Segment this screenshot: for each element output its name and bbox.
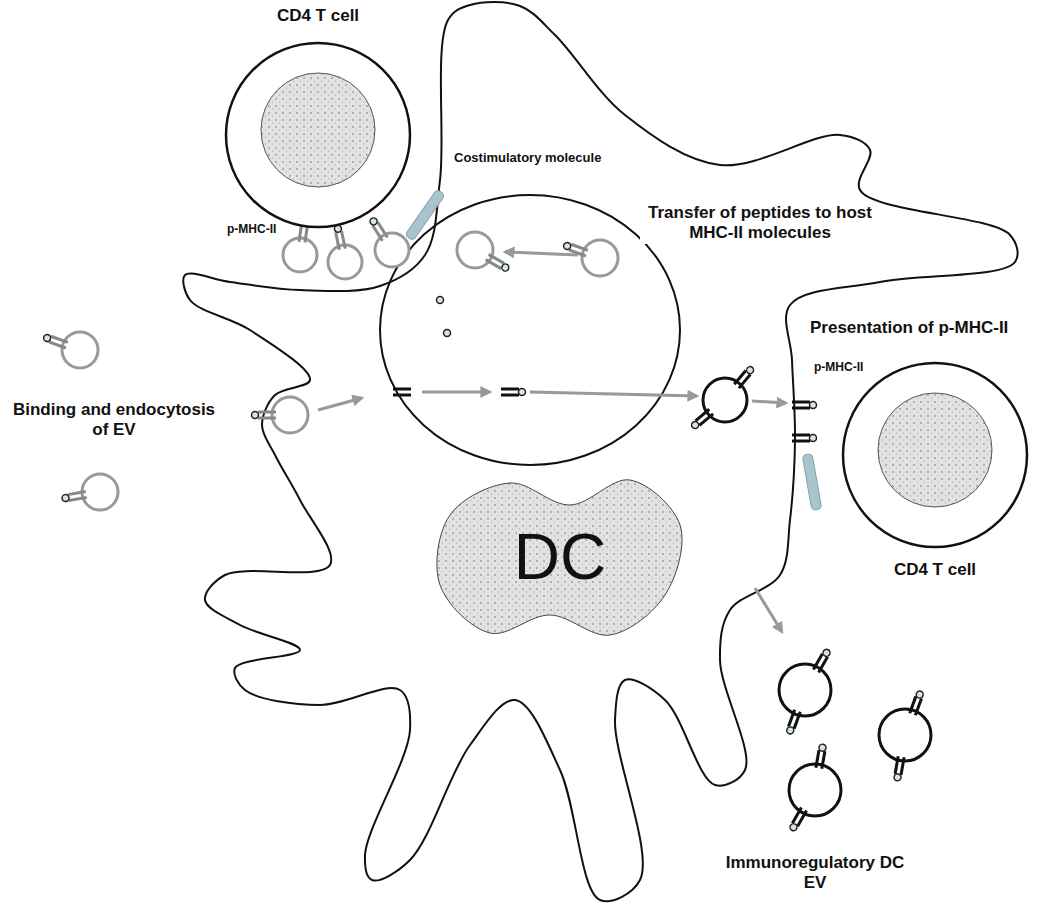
t-cell: CD4 T cell — [835, 358, 1035, 580]
cell-membrane — [843, 363, 1027, 547]
cell-nucleus — [878, 393, 992, 507]
costimulatory-molecule — [405, 189, 445, 241]
dc-nucleus: DC — [430, 475, 690, 640]
dendritic-cell-outline — [183, 2, 1017, 901]
mhc-ii-molecule — [334, 225, 346, 250]
ev-label: Immunoregulatory DC EV — [715, 853, 915, 894]
mhc-ii-molecule — [485, 254, 510, 272]
process-label: Transfer of peptides to host MHC-II mole… — [640, 203, 880, 244]
endosome — [380, 195, 680, 465]
process-label: Binding and endocytosis of EV — [8, 400, 220, 441]
mhc-ii-molecule — [792, 402, 817, 409]
ev-vesicle — [252, 397, 309, 433]
mhc-ii-molecule — [813, 648, 831, 673]
presented-mhc-ii — [792, 402, 817, 442]
ev-vesicle — [563, 240, 618, 276]
nucleus-outline — [437, 480, 682, 636]
mhc-ii-molecule — [786, 709, 801, 734]
ev-vesicle — [369, 217, 409, 267]
dc-ev-vesicle — [879, 690, 931, 781]
process-arrow — [752, 401, 786, 403]
host-mhc-ii — [393, 389, 526, 396]
process-arrow — [318, 398, 362, 410]
t-cell: CD4 T cell — [218, 6, 418, 232]
process-label: Presentation of p-MHC-II — [808, 318, 1010, 338]
mhc-ii-molecule — [61, 491, 86, 502]
peptide — [444, 330, 451, 337]
mhc-ii-molecule — [734, 365, 755, 388]
cell-label: CD4 T cell — [277, 6, 359, 26]
mhc-ii-molecule — [369, 217, 388, 241]
cell-name: DC — [514, 519, 606, 596]
cell-membrane — [226, 43, 410, 227]
mhc-ii-molecule — [393, 389, 411, 395]
process-arrow — [755, 588, 782, 632]
costimulatory-molecule — [802, 454, 822, 511]
ev-vesicle — [61, 474, 118, 510]
mhc-ii-molecule — [252, 412, 277, 419]
mhc-ii-molecule — [690, 409, 713, 430]
ev-vesicle — [43, 332, 98, 368]
mhc-ii-molecule — [909, 690, 924, 715]
dc-ev-vesicle — [789, 744, 841, 832]
mhc-ii-vesicle — [690, 365, 755, 430]
mhc-ii-molecule — [893, 756, 904, 781]
mhc-ii-molecule — [792, 435, 817, 442]
molecule-label: p-MHC-II — [812, 360, 865, 374]
mhc-ii-molecule — [815, 744, 826, 769]
cell-shape — [218, 6, 418, 232]
cell-label: CD4 T cell — [894, 560, 976, 580]
peptide — [437, 297, 444, 304]
ev-vesicle — [328, 225, 362, 279]
process-arrow — [530, 392, 697, 396]
mhc-ii-molecule — [501, 389, 526, 396]
mhc-ii-molecule — [43, 334, 68, 349]
mhc-ii-molecule — [789, 807, 807, 832]
process-arrow — [505, 252, 578, 255]
process-arrow — [422, 391, 490, 394]
molecule-label: Costimulatory molecule — [452, 150, 603, 166]
dc-ev-vesicle — [779, 648, 831, 735]
cell-shape — [835, 358, 1035, 580]
molecule-label: p-MHC-II — [225, 222, 278, 236]
cell-nucleus — [261, 73, 375, 187]
ev-vesicle — [457, 232, 510, 272]
